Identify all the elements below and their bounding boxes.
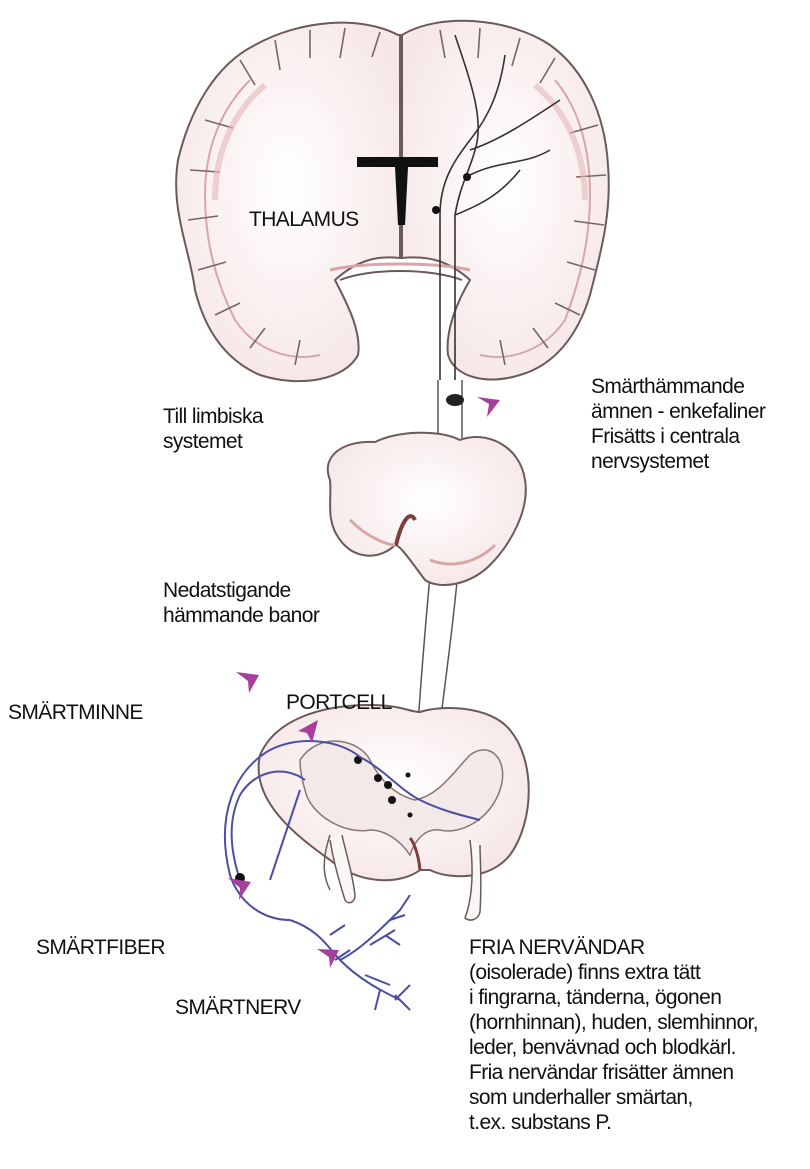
left-hemisphere bbox=[176, 23, 400, 382]
brainstem-section bbox=[328, 433, 526, 585]
brain-section bbox=[176, 21, 609, 381]
limbic-system-label: Till limbiska systemet bbox=[163, 404, 263, 454]
pain-inhibitors-label: Smärthämmande ämnen - enkefaliner Frisät… bbox=[591, 374, 765, 474]
thalamus-label: THALAMUS bbox=[249, 207, 359, 232]
spinal-cord-section bbox=[259, 705, 529, 920]
tract-node bbox=[446, 394, 464, 406]
pain-fiber-label: SMÄRTFIBER bbox=[36, 935, 165, 960]
pain-memory-label: SMÄRTMINNE bbox=[8, 700, 143, 725]
gate-cell-label: PORTCELL bbox=[286, 690, 392, 715]
descending-pathways-label: Nedatstigande hämmande banor bbox=[163, 578, 319, 628]
right-hemisphere bbox=[402, 21, 609, 380]
pain-nerve-label: SMÄRTNERV bbox=[175, 995, 301, 1020]
free-nerve-endings-label: FRIA NERVÄNDAR (oisolerade) finns extra … bbox=[469, 935, 758, 1135]
